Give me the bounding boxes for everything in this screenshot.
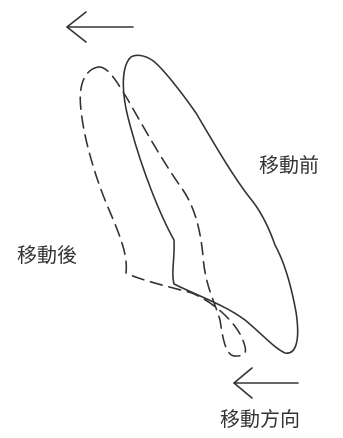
label-before: 移動前 <box>259 153 319 177</box>
shape-before-outline <box>122 54 299 354</box>
label-after: 移動後 <box>17 243 77 267</box>
bottom-left-arrow-icon <box>233 367 299 399</box>
top-left-arrow-icon <box>66 11 134 43</box>
shape-after-outline <box>79 66 247 357</box>
label-direction: 移動方向 <box>220 407 300 431</box>
